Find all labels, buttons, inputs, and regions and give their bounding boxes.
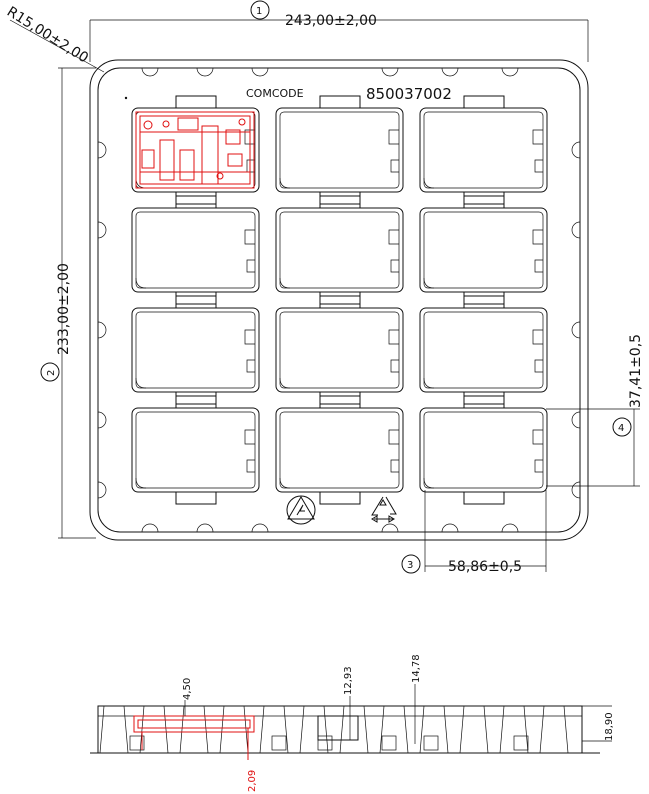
tray-outline	[89, 59, 589, 541]
height-dimension: 2 233,00±2,00	[40, 263, 72, 382]
side-ribs	[99, 705, 569, 754]
balloon-4	[612, 417, 632, 437]
side-label-2-09: 2,09	[247, 770, 258, 792]
pocket	[275, 95, 404, 205]
balloon-1	[250, 0, 270, 20]
edge-notches	[97, 67, 581, 533]
pocket	[419, 195, 548, 305]
balloon-2	[40, 362, 60, 382]
side-label-4-50: 4,50	[182, 678, 193, 700]
balloon-1-label: 1	[256, 6, 262, 17]
balloon-4-label: 4	[618, 423, 624, 434]
brand-label: COMCODE	[246, 87, 304, 100]
pocket	[275, 195, 404, 305]
pocket	[419, 295, 548, 405]
pcb-side-component	[133, 715, 255, 760]
side-view: 4,50 12,93 14,78 18,90 2,09	[90, 654, 615, 792]
top-view: COMCODE 850037002 1 243,00±2,00 R15,00	[4, 0, 644, 575]
side-label-12-93: 12,93	[343, 666, 354, 695]
pocket	[131, 295, 260, 405]
tray-inner-outline	[97, 67, 581, 533]
width-label: 243,00±2,00	[285, 13, 377, 29]
part-number-label: 850037002	[366, 85, 452, 103]
cell-width-label: 58,86±0,5	[448, 559, 522, 575]
pocket-grid	[131, 95, 548, 505]
pocket	[275, 295, 404, 405]
recycle-icon	[371, 496, 397, 523]
side-label-14-78: 14,78	[411, 654, 422, 683]
balloon-3	[401, 554, 421, 574]
cell-height-dimension: 4 37,41±0,5	[546, 334, 644, 487]
width-dimension: 1 243,00±2,00	[250, 0, 377, 29]
pocket	[131, 395, 260, 505]
radius-dimension: R15,00±2,00	[4, 4, 105, 73]
esd-warning-icon	[286, 495, 316, 525]
side-label-18-90: 18,90	[604, 712, 615, 741]
pocket	[275, 395, 404, 505]
pocket	[131, 195, 260, 305]
pocket	[419, 395, 548, 505]
pcb-component	[135, 111, 255, 189]
radius-label: R15,00±2,00	[4, 4, 91, 67]
cell-width-dimension: 3 58,86±0,5	[401, 490, 547, 575]
height-label: 233,00±2,00	[56, 263, 72, 355]
cell-height-label: 37,41±0,5	[628, 334, 644, 408]
balloon-2-label: 2	[46, 370, 57, 376]
balloon-3-label: 3	[407, 560, 413, 571]
pocket	[419, 95, 548, 205]
